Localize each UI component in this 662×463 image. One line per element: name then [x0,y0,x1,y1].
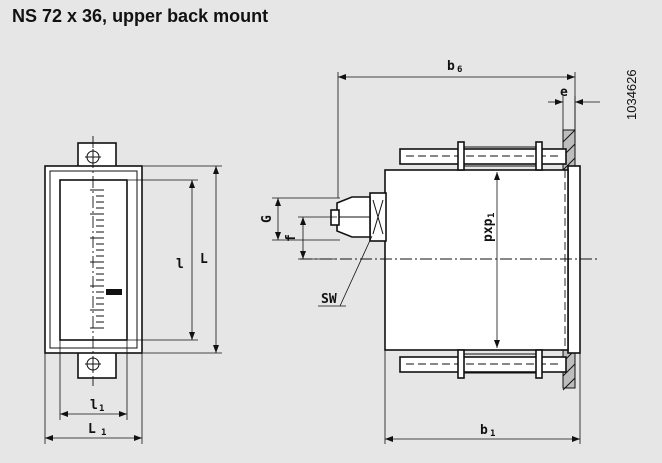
housing-body [384,169,569,351]
label-l1: l [90,398,98,413]
connector-tip [330,209,340,226]
upper-clamp-1 [457,141,465,171]
scale-ticks [90,189,104,329]
side-view: b 6 e G f [260,59,600,444]
label-pxp1-sub: 1 [487,213,497,218]
label-pxp1: pxp [481,218,496,242]
bottom-mount-tab [77,349,117,379]
lower-clamp-2 [535,349,543,379]
label-e: e [560,85,568,100]
page-title: NS 72 x 36, upper back mount [12,6,269,26]
label-b1-sub: 1 [490,429,495,439]
label-G: G [260,215,275,223]
label-L: L [200,252,208,267]
label-L1: L [88,422,96,437]
front-view: l L l 1 L 1 [44,136,222,444]
label-l1-sub: 1 [99,404,104,414]
label-b6-sub: 6 [457,65,462,75]
label-l: l [176,257,184,272]
sw-leader [339,235,373,307]
scale-window [59,179,128,341]
label-b1: b [480,423,488,438]
lower-stud [399,356,567,373]
upper-clamp-2 [535,141,543,171]
label-L1-sub: 1 [101,428,106,438]
side-bezel [567,165,581,354]
upper-stud [399,148,567,165]
bezel-inner [49,170,138,349]
lower-clamp-1 [457,349,465,379]
label-SW: SW [321,292,337,307]
label-b6: b [447,59,455,74]
doc-number: 1034626 [624,69,639,120]
label-f: f [284,234,299,242]
pointer [106,289,122,295]
